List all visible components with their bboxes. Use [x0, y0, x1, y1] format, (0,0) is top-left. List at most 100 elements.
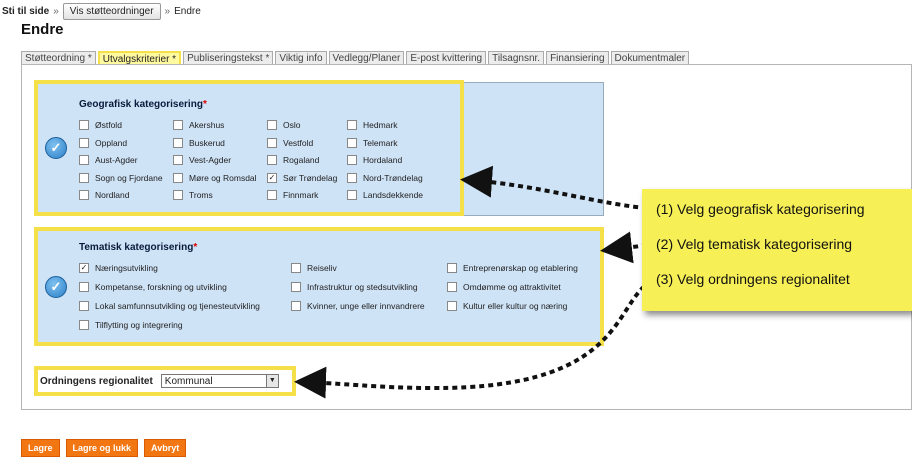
- tab-epost-kvittering[interactable]: E-post kvittering: [406, 51, 487, 65]
- tab-tilsagnsnr[interactable]: Tilsagnsnr.: [488, 51, 545, 65]
- checkbox[interactable]: [267, 120, 277, 130]
- tab-viktig-info[interactable]: Viktig info: [275, 51, 327, 65]
- geo-option[interactable]: Hordaland: [347, 155, 402, 165]
- checkbox[interactable]: [79, 155, 89, 165]
- checkbox[interactable]: [267, 155, 277, 165]
- checkbox[interactable]: [79, 172, 89, 183]
- geo-option[interactable]: Rogaland: [267, 155, 319, 165]
- tema-option[interactable]: Kvinner, unge eller innvandrere: [291, 301, 425, 311]
- tema-option-label: Kultur eller kultur og næring: [463, 301, 568, 311]
- geo-option-label: Sogn og Fjordane: [95, 172, 163, 183]
- tema-option-label: Kvinner, unge eller innvandrere: [307, 301, 425, 311]
- checkbox[interactable]: [347, 190, 357, 200]
- tema-option[interactable]: Omdømme og attraktivitet: [447, 282, 561, 292]
- checkbox[interactable]: [173, 120, 183, 130]
- checkbox[interactable]: [267, 137, 277, 148]
- region-select-value: Kommunal: [164, 375, 213, 387]
- geo-option-label: Buskerud: [189, 137, 225, 148]
- checkbox[interactable]: [291, 301, 301, 311]
- tema-option[interactable]: Infrastruktur og stedsutvikling: [291, 282, 418, 292]
- geo-option-label: Oslo: [283, 120, 301, 130]
- tab-finansiering[interactable]: Finansiering: [546, 51, 609, 65]
- geo-option-label: Hedmark: [363, 120, 398, 130]
- tema-option-label: Reiseliv: [307, 263, 337, 273]
- geo-option[interactable]: Aust-Agder: [79, 155, 138, 165]
- geo-option[interactable]: Landsdekkende: [347, 190, 423, 200]
- checkbox[interactable]: [447, 263, 457, 273]
- geo-option[interactable]: Møre og Romsdal: [173, 172, 257, 183]
- tab-stotteordning[interactable]: Støtteordning *: [21, 51, 96, 65]
- geo-option[interactable]: Oslo: [267, 120, 300, 130]
- checkbox[interactable]: [79, 282, 89, 292]
- geo-option[interactable]: Troms: [173, 190, 213, 200]
- tema-option[interactable]: Entreprenørskap og etablering: [447, 263, 578, 273]
- tema-option[interactable]: Kompetanse, forskning og utvikling: [79, 282, 227, 292]
- checkbox[interactable]: [347, 120, 357, 130]
- geo-option[interactable]: Oppland: [79, 137, 128, 148]
- tema-option[interactable]: ✓Næringsutvikling: [79, 263, 158, 273]
- tab-utvalgskriterier[interactable]: Utvalgskriterier *: [97, 51, 182, 66]
- checkbox[interactable]: [173, 155, 183, 165]
- callout-box: (1) Velg geografisk kategorisering (2) V…: [642, 189, 912, 311]
- geo-option[interactable]: Nord-Trøndelag: [347, 172, 423, 183]
- geo-option[interactable]: Buskerud: [173, 137, 225, 148]
- tema-option[interactable]: Lokal samfunnsutvikling og tjenesteutvik…: [79, 301, 260, 311]
- checkbox[interactable]: [173, 190, 183, 200]
- tema-option[interactable]: Reiseliv: [291, 263, 337, 273]
- vis-stotteordninger-button[interactable]: Vis støtteordninger: [62, 2, 161, 20]
- region-select[interactable]: Kommunal ▼: [160, 374, 279, 388]
- geo-title: Geografisk kategorisering*: [79, 99, 207, 110]
- geo-option-label: Oppland: [95, 137, 128, 148]
- checkbox[interactable]: [447, 282, 457, 292]
- geo-option[interactable]: Vestfold: [267, 137, 313, 148]
- geo-option[interactable]: Telemark: [347, 137, 397, 148]
- geo-option[interactable]: Sogn og Fjordane: [79, 172, 163, 183]
- tema-section: [36, 229, 604, 346]
- checkbox[interactable]: [291, 282, 301, 292]
- tema-highlight: [34, 227, 604, 346]
- region-label: Ordningens regionalitet: [40, 375, 153, 387]
- cancel-button[interactable]: Avbryt: [144, 439, 187, 457]
- checkbox[interactable]: [173, 172, 183, 183]
- checkbox[interactable]: [79, 120, 89, 130]
- breadcrumb-label: Sti til side: [2, 5, 50, 17]
- checkbox[interactable]: [79, 320, 89, 330]
- tab-dokumentmaler[interactable]: Dokumentmaler: [610, 51, 690, 65]
- tema-option-label: Entreprenørskap og etablering: [463, 263, 578, 273]
- tema-option[interactable]: Tilflytting og integrering: [79, 320, 183, 330]
- checkbox[interactable]: [447, 301, 457, 311]
- checkbox[interactable]: [347, 137, 357, 148]
- tab-vedlegg-planer[interactable]: Vedlegg/Planer: [328, 51, 405, 65]
- tema-option-label: Lokal samfunnsutvikling og tjenesteutvik…: [95, 301, 260, 311]
- breadcrumb-separator: »: [164, 5, 171, 17]
- geo-option[interactable]: Hedmark: [347, 120, 397, 130]
- geo-option[interactable]: Østfold: [79, 120, 122, 130]
- callout-line-1: (1) Velg geografisk kategorisering: [656, 201, 865, 217]
- checkbox[interactable]: [173, 137, 183, 148]
- save-and-close-button[interactable]: Lagre og lukk: [65, 439, 139, 457]
- geo-option[interactable]: Finnmark: [267, 190, 318, 200]
- geo-option-label: Nordland: [95, 190, 130, 200]
- checkbox[interactable]: [267, 190, 277, 200]
- geo-option[interactable]: ✓Sør Trøndelag: [267, 172, 337, 183]
- checkbox[interactable]: [347, 155, 357, 165]
- checkbox[interactable]: ✓: [267, 172, 277, 183]
- checkbox[interactable]: [79, 301, 89, 311]
- checkbox[interactable]: [291, 263, 301, 273]
- geo-option[interactable]: Vest-Agder: [173, 155, 231, 165]
- geo-highlight: [34, 80, 464, 216]
- geo-option-label: Troms: [189, 190, 213, 200]
- tab-publiseringstekst[interactable]: Publiseringstekst *: [183, 51, 274, 65]
- tema-option[interactable]: Kultur eller kultur og næring: [447, 301, 567, 311]
- chevron-down-icon[interactable]: ▼: [265, 375, 278, 387]
- checkbox[interactable]: ✓: [79, 263, 89, 273]
- checkbox[interactable]: [79, 190, 89, 200]
- geo-option[interactable]: Nordland: [79, 190, 130, 200]
- arrow-region: [294, 276, 661, 399]
- save-button[interactable]: Lagre: [21, 439, 60, 457]
- tema-title: Tematisk kategorisering*: [79, 242, 198, 253]
- checkbox[interactable]: [79, 137, 89, 148]
- geo-option[interactable]: Akershus: [173, 120, 224, 130]
- checkbox[interactable]: [347, 172, 357, 183]
- breadcrumb: Sti til side » Vis støtteordninger » End…: [2, 2, 201, 20]
